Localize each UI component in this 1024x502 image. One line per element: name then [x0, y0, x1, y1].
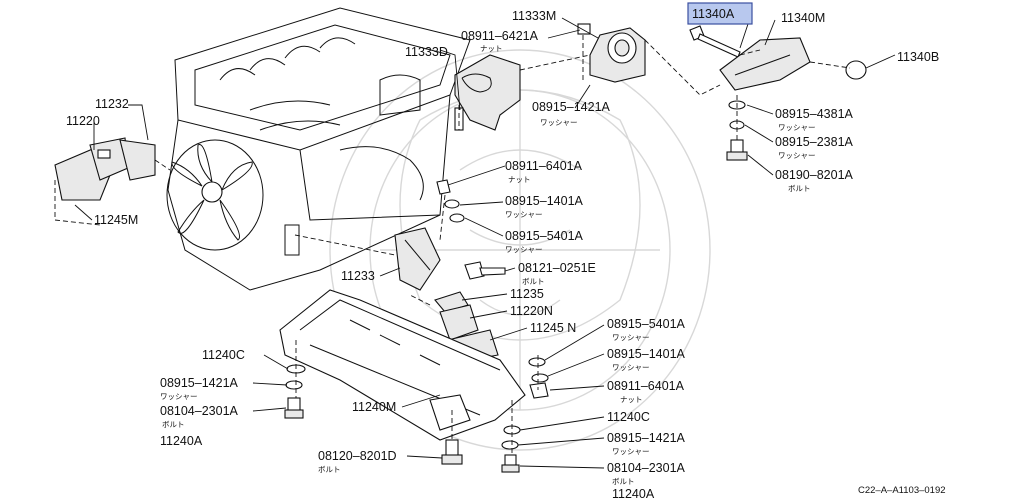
callout-11245M[interactable]: 11245M [94, 213, 138, 227]
callout-08911-6401A-top[interactable]: 08911–6401A [505, 159, 583, 173]
callout-08915-5401A-top-sub: ワッシャー [505, 245, 543, 254]
callout-11240C-right[interactable]: 11240C [607, 410, 650, 424]
callout-08104-2301A-right[interactable]: 08104–2301A [607, 461, 686, 475]
callout-08915-4381A[interactable]: 08915–4381A [775, 107, 854, 121]
callout-08915-5401A-bot-sub: ワッシャー [612, 333, 650, 342]
callout-08190-8201A[interactable]: 08190–8201A [775, 168, 854, 182]
callout-11232[interactable]: 11232 [95, 97, 129, 111]
callout-08915-2381A[interactable]: 08915–2381A [775, 135, 854, 149]
callout-11340B[interactable]: 11340B [897, 50, 939, 64]
bolt-08120-8201D [441, 439, 463, 465]
callout-11240M[interactable]: 11240M [352, 400, 396, 414]
stopper-11340B [845, 60, 867, 80]
callout-11340A[interactable]: 11340A [692, 7, 735, 21]
callout-08911-6421A-sub: ナット [480, 44, 503, 53]
left-mount-assembly [54, 137, 156, 201]
figure-code: C22–A–A1103–0192 [858, 485, 946, 496]
callout-08911-6401A-top-sub: ナット [508, 175, 531, 184]
callout-11233[interactable]: 11233 [341, 269, 375, 283]
callout-08915-1421A-right[interactable]: 08915–1421A [607, 431, 686, 445]
callout-08120-8201D[interactable]: 08120–8201D [318, 449, 397, 463]
callout-08915-5401A-bot[interactable]: 08915–5401A [607, 317, 686, 331]
callout-08915-1401A-top-sub: ワッシャー [505, 210, 543, 219]
engine-mount-11333M [577, 23, 646, 83]
callout-11333D[interactable]: 11333D [405, 45, 448, 59]
callout-08121-0251E[interactable]: 08121–0251E [518, 261, 596, 275]
callout-11240A-left[interactable]: 11240A [160, 434, 203, 448]
left-fasteners [284, 364, 306, 419]
callout-08121-0251E-sub: ボルト [522, 277, 545, 286]
callout-08915-1421A-right-sub: ワッシャー [612, 447, 650, 456]
callout-08915-2381A-sub: ワッシャー [778, 151, 816, 160]
callout-11333M[interactable]: 11333M [512, 9, 556, 23]
crossmember-11240M [279, 289, 526, 441]
bracket-11340M [719, 37, 811, 91]
callout-08911-6401A-bot[interactable]: 08911–6401A [607, 379, 685, 393]
callout-08190-8201A-sub: ボルト [788, 184, 811, 193]
engine-fan [166, 139, 264, 251]
callout-08915-4381A-sub: ワッシャー [778, 123, 816, 132]
engine-block [167, 7, 471, 291]
callout-11220[interactable]: 11220 [66, 114, 100, 128]
highlight-box-11340A [687, 2, 753, 25]
callout-08911-6401A-bot-sub: ナット [620, 395, 643, 404]
callout-08915-1401A-top[interactable]: 08915–1401A [505, 194, 584, 208]
callout-08915-1401A-bot-sub: ワッシャー [612, 363, 650, 372]
callout-08915-1421A-top[interactable]: 08915–1421A [532, 100, 611, 114]
callout-08104-2301A-left[interactable]: 08104–2301A [160, 404, 239, 418]
callout-08120-8201D-sub: ボルト [318, 465, 341, 474]
callout-11240C-left[interactable]: 11240C [202, 348, 245, 362]
callout-11235[interactable]: 11235 [510, 287, 544, 301]
callout-08915-1401A-bot[interactable]: 08915–1401A [607, 347, 686, 361]
callout-labels: 11340A 11340M 11340B 11333M 08911–6421A … [66, 7, 946, 501]
callout-08911-6421A[interactable]: 08911–6421A [461, 29, 539, 43]
center-bracket-11233 [394, 227, 441, 291]
bracket-fasteners [726, 100, 748, 161]
callout-08104-2301A-left-sub: ボルト [162, 420, 185, 429]
assembly-lines [54, 35, 851, 455]
callout-08104-2301A-right-sub: ボルト [612, 477, 635, 486]
center-fasteners [436, 179, 506, 280]
callout-08915-1421A-top-sub: ワッシャー [540, 118, 578, 127]
callout-11245N[interactable]: 11245 N [530, 321, 576, 335]
mount-housing [454, 54, 521, 131]
callout-08915-5401A-top[interactable]: 08915–5401A [505, 229, 584, 243]
callout-08915-1421A-left-sub: ワッシャー [160, 392, 198, 401]
bolt-11340A [689, 25, 741, 58]
callout-11240A-right[interactable]: 11240A [612, 487, 655, 501]
callout-11340M[interactable]: 11340M [781, 11, 825, 25]
callout-08915-1421A-left[interactable]: 08915–1421A [160, 376, 239, 390]
callout-11220N[interactable]: 11220N [510, 304, 553, 318]
